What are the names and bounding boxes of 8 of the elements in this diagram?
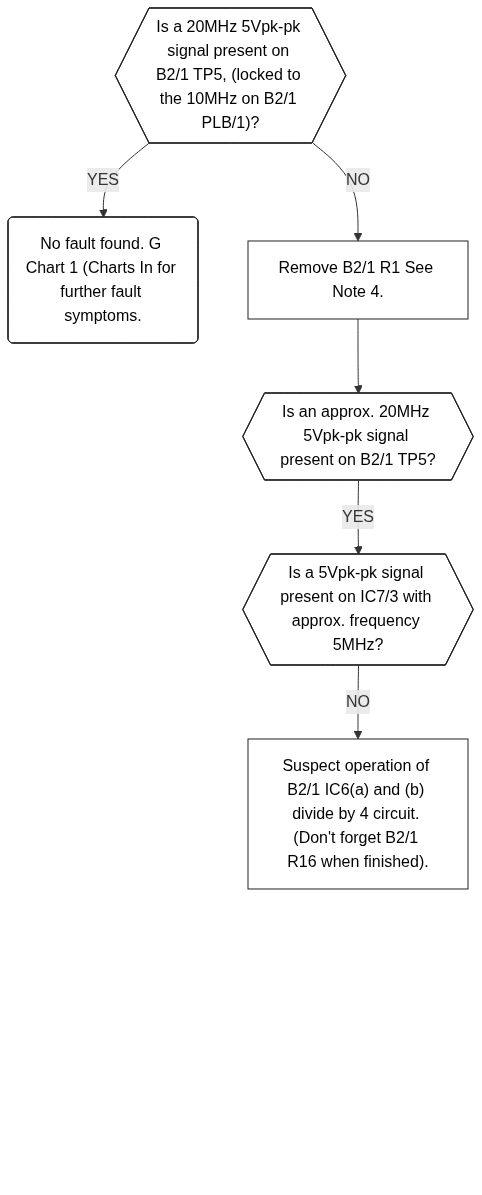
edge-label: NO	[346, 692, 371, 710]
edge-label: YES	[87, 171, 120, 188]
edge-label: YES	[342, 507, 375, 525]
node-box: Suspect operation of B2/1 IC6(a) and (b) divide by 4 circuit. (Don't forget B2/1 R16 when finished).	[247, 738, 469, 890]
edge-label: NO	[346, 171, 371, 188]
node-box: Remove B2/1 R1 See Note 4.	[247, 240, 469, 320]
arrow	[354, 318, 364, 394]
arrow	[312, 142, 363, 242]
